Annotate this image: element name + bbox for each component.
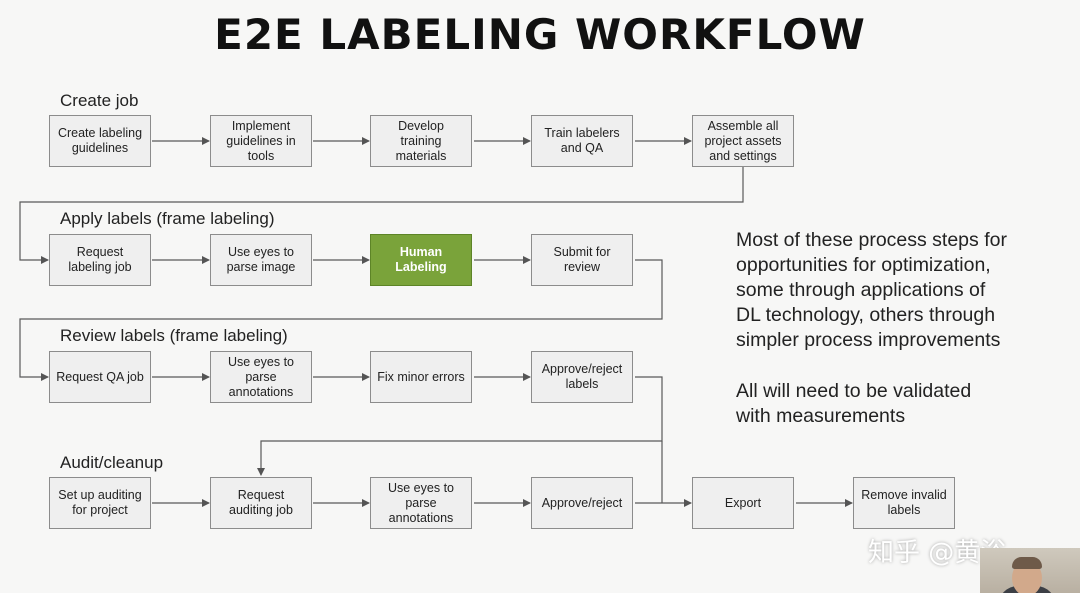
note-line: with measurements	[736, 405, 906, 427]
step-use-eyes-parse-annotations-review: Use eyes to parse annotations	[210, 351, 312, 403]
step-request-auditing-job: Request auditing job	[210, 477, 312, 529]
note-line: some through applications of	[736, 279, 986, 301]
step-approve-reject-labels: Approve/reject labels	[531, 351, 633, 403]
step-approve-reject: Approve/reject	[531, 477, 633, 529]
arrow-assemble-to-request-labeling	[19, 167, 744, 264]
step-remove-invalid-labels: Remove invalid labels	[853, 477, 955, 529]
note-line: Most of these process steps for	[736, 229, 1007, 251]
section-label-create-job: Create job	[60, 91, 139, 110]
step-request-labeling-job: Request labeling job	[49, 234, 151, 286]
arrow-submit-to-request-qa	[19, 259, 663, 381]
note-paragraph-optimization: Most of these process steps for opportun…	[736, 228, 1066, 353]
step-train-labelers: Train labelers and QA	[531, 115, 633, 167]
step-use-eyes-parse-annotations-audit: Use eyes to parse annotations	[370, 477, 472, 529]
step-fix-minor-errors: Fix minor errors	[370, 351, 472, 403]
step-setup-auditing: Set up auditing for project	[49, 477, 151, 529]
section-label-review-labels: Review labels (frame labeling)	[60, 326, 288, 345]
step-submit-review: Submit for review	[531, 234, 633, 286]
step-create-guidelines: Create labeling guidelines	[49, 115, 151, 167]
step-export: Export	[692, 477, 794, 529]
page-title: E2E LABELING WORKFLOW	[214, 10, 866, 59]
step-request-qa-job: Request QA job	[49, 351, 151, 403]
note-line: DL technology, others through	[736, 304, 996, 326]
step-human-labeling: Human Labeling	[370, 234, 472, 286]
step-implement-guidelines: Implement guidelines in tools	[210, 115, 312, 167]
section-label-apply-labels: Apply labels (frame labeling)	[60, 209, 275, 228]
presenter-video-thumbnail	[980, 548, 1080, 593]
note-line: All will need to be validated	[736, 380, 972, 402]
section-label-audit-cleanup: Audit/cleanup	[60, 453, 164, 472]
step-use-eyes-parse-image: Use eyes to parse image	[210, 234, 312, 286]
note-line: simpler process improvements	[736, 329, 1001, 351]
note-line: opportunities for optimization,	[736, 254, 991, 276]
note-paragraph-validation: All will need to be validated with measu…	[736, 379, 1066, 429]
step-develop-materials: Develop training materials	[370, 115, 472, 167]
step-assemble-assets: Assemble all project assets and settings	[692, 115, 794, 167]
